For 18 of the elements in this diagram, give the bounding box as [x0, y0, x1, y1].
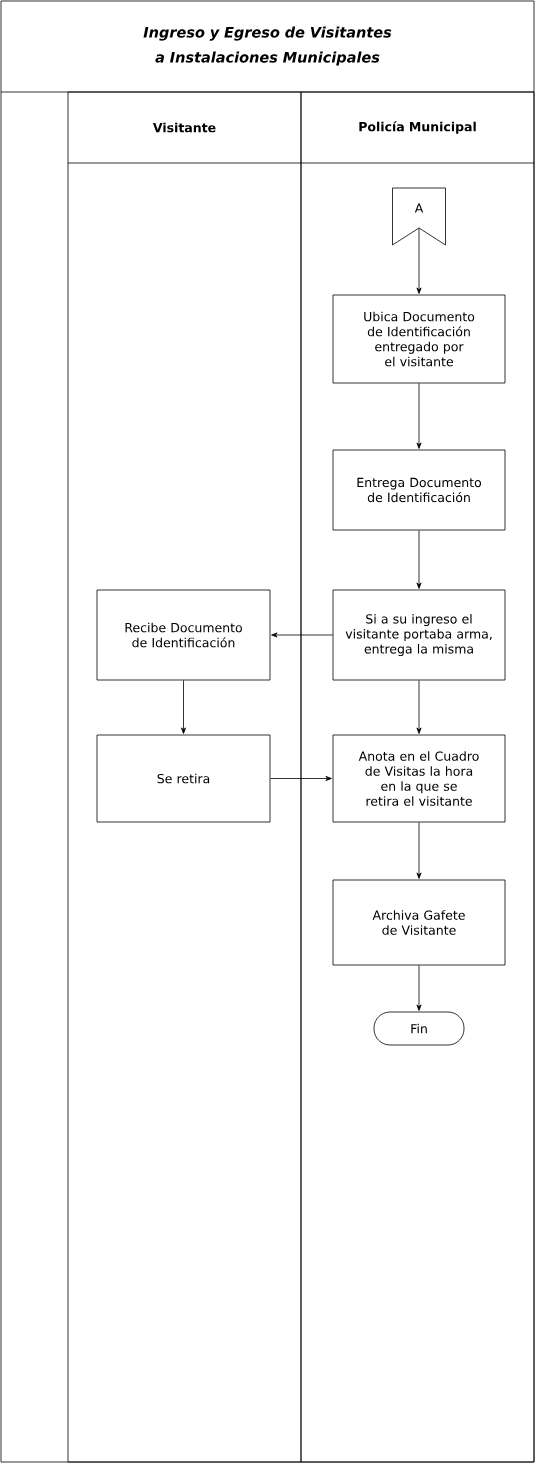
arrow [416, 680, 422, 734]
arrow [416, 530, 422, 589]
arrow [270, 776, 332, 781]
process-box: Entrega Documento de Identificación [332, 449, 506, 531]
process-box: Recibe Documento de Identificación [96, 589, 271, 681]
process-box: Si a su ingreso el visitante portaba arma, entrega la misma [332, 589, 506, 681]
process-box: Ubica Documento de Identificación entregado por el visitante [332, 294, 506, 384]
process-box: Se retira [96, 734, 271, 823]
arrow [181, 680, 186, 734]
arrow [416, 383, 422, 449]
process-box: Archiva Gafete de Visitante [332, 879, 506, 966]
process-box: Anota en el Cuadro de Visitas la hora en la que se retira el visitante [332, 734, 506, 823]
off-page-connector: A [392, 187, 446, 246]
arrow [271, 632, 333, 638]
terminator: Fin [373, 1011, 465, 1046]
arrow [416, 822, 422, 879]
arrow [416, 965, 422, 1011]
title: Ingreso y Egreso de Visitantes a Instalaciones Municipales [143, 26, 392, 66]
